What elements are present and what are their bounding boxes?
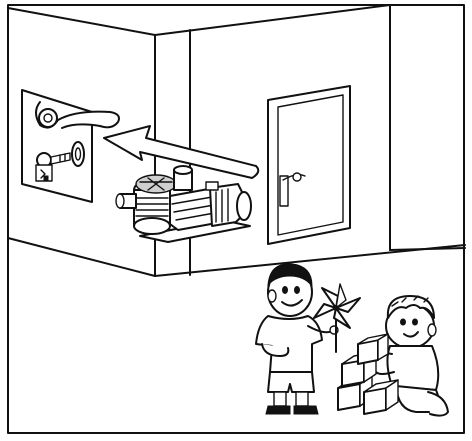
toy-blocks-icon [337,333,399,415]
image-frame [7,4,465,434]
door [267,85,351,245]
door-handle-icon [35,101,120,129]
lock-icon [35,164,53,182]
door-handle-icon [279,172,306,207]
left-wall-top [8,48,155,78]
pinwheel-icon [313,283,361,353]
ceiling-edge-right [154,4,391,36]
arrow-icon [103,125,260,179]
pump-icon [115,165,252,243]
lock-panel [21,89,120,203]
floor-edge-right [389,247,466,251]
ceiling-edge-left [7,7,156,36]
child-icon [255,263,339,415]
floor-edge-left [7,237,156,277]
